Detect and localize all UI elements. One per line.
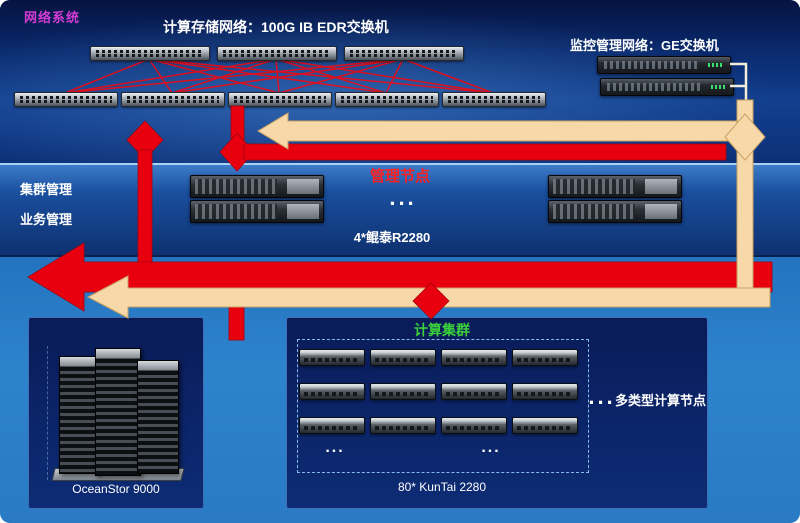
management-server-icon — [190, 200, 324, 223]
ib-switch-icon — [90, 46, 210, 61]
ib-switch-icon — [228, 92, 332, 107]
storage-panel: OceanStor 9000 — [28, 317, 204, 509]
management-server-icon — [190, 175, 324, 198]
ib-switch-icon — [14, 92, 118, 107]
compute-node-icon — [299, 383, 365, 400]
compute-model-label: 80* KunTai 2280 — [397, 480, 487, 494]
network-system-label: 网络系统 — [24, 10, 81, 25]
compute-storage-network-label: 计算存储网络：100G IB EDR交换机 — [163, 19, 389, 35]
management-server-icon — [548, 175, 682, 198]
compute-node-icon — [299, 349, 365, 366]
management-model-label: 4*鲲泰R2280 — [353, 230, 431, 245]
compute-panel: 计算集群 ... ... ... 多类型计算节点 80* KunTai 2280 — [286, 317, 708, 509]
ge-switch-icon — [597, 56, 731, 74]
management-server-icon — [548, 200, 682, 223]
compute-node-icon — [441, 417, 507, 434]
storage-tower-icon — [137, 360, 179, 474]
compute-col-ellipsis: ... — [325, 439, 345, 456]
compute-node-icon — [441, 383, 507, 400]
storage-tower-icon — [59, 356, 101, 474]
business-mgmt-label: 业务管理 — [20, 212, 73, 227]
compute-node-icon — [512, 349, 578, 366]
ib-switch-icon — [442, 92, 546, 107]
compute-col-ellipsis: ... — [481, 439, 501, 456]
storage-dash-guide — [47, 346, 48, 480]
ib-switch-icon — [121, 92, 225, 107]
management-node-title: 管理节点 — [369, 168, 430, 185]
management-ellipsis: ... — [389, 185, 417, 210]
compute-node-icon — [441, 349, 507, 366]
compute-side-label: 多类型计算节点 — [615, 393, 707, 408]
compute-node-icon — [370, 417, 436, 434]
monitor-network-label: 监控管理网络：GE交换机 — [570, 38, 719, 53]
ib-switch-icon — [335, 92, 439, 107]
compute-node-icon — [512, 417, 578, 434]
management-band: 集群管理 业务管理 管理节点 ... 4*鲲泰R2280 — [0, 163, 800, 257]
compute-node-icon — [299, 417, 365, 434]
compute-cluster-title: 计算集群 — [414, 322, 470, 338]
compute-node-icon — [370, 383, 436, 400]
compute-dashed-box — [297, 339, 589, 473]
compute-node-icon — [512, 383, 578, 400]
storage-model-label: OceanStor 9000 — [72, 482, 160, 496]
ib-switch-icon — [217, 46, 337, 61]
compute-node-icon — [370, 349, 436, 366]
compute-side-ellipsis: ... — [588, 384, 616, 409]
ib-switch-icon — [344, 46, 464, 61]
network-band: 网络系统 计算存储网络：100G IB EDR交换机 监控管理网络：GE交换机 — [0, 0, 800, 163]
red-junction-diamond-icon — [412, 282, 450, 320]
storage-tower-icon — [95, 348, 141, 476]
cluster-mgmt-label: 集群管理 — [20, 182, 73, 197]
ge-switch-icon — [600, 78, 734, 96]
